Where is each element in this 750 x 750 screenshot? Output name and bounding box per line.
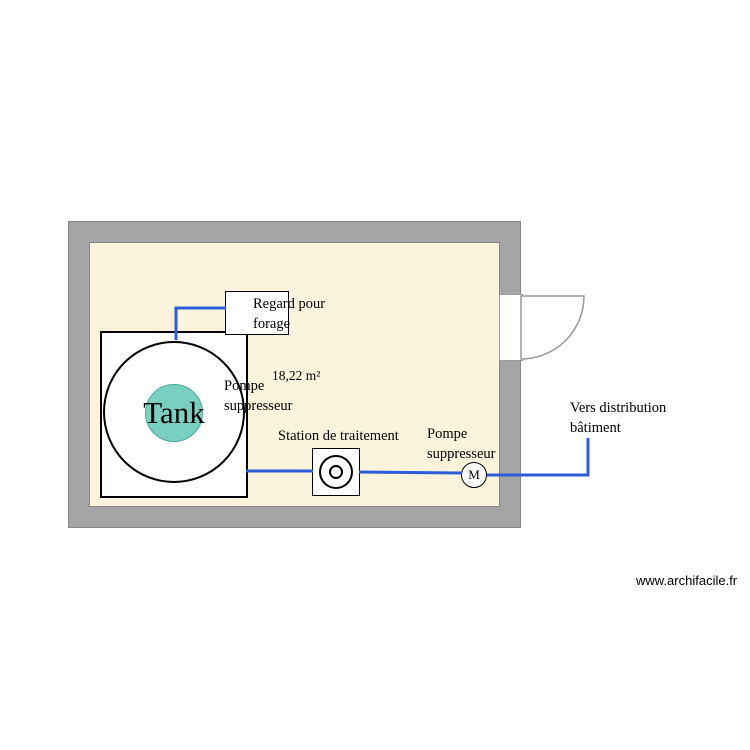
distribution-label: Vers distribution bâtiment — [570, 400, 667, 436]
treatment-station-label: Station de traitement — [278, 428, 399, 444]
booster-pump[interactable]: M — [461, 462, 487, 488]
tank-label: Tank — [143, 395, 205, 430]
archifacile-watermark: www.archifacile.fr — [636, 573, 738, 588]
booster-pump-right-label: Pompe suppresseur — [427, 426, 496, 462]
door-leaf[interactable] — [520, 295, 585, 360]
pump-motor-symbol: M — [468, 467, 480, 482]
room-area-label: 18,22 m² — [272, 368, 321, 383]
station-inner-circle — [329, 465, 343, 479]
borehole-label: Regard pour forage — [253, 296, 326, 332]
water-tank[interactable]: Tank — [100, 331, 248, 498]
treatment-station[interactable] — [312, 448, 360, 496]
booster-pump-left-label: Pompe suppresseur — [224, 378, 293, 414]
tank-inner-circle — [145, 384, 203, 442]
door-opening — [499, 294, 523, 361]
